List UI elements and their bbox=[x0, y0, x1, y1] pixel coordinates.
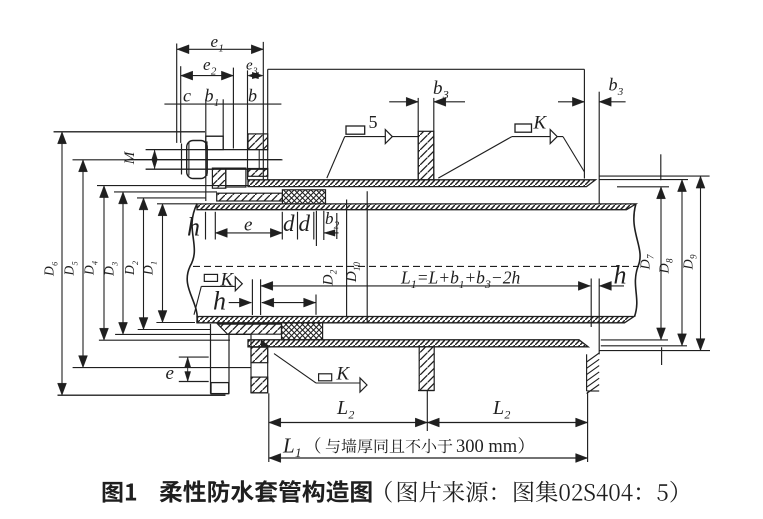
svg-text:e3: e3 bbox=[246, 58, 258, 77]
svg-text:h: h bbox=[187, 213, 200, 242]
svg-text:M: M bbox=[122, 150, 138, 165]
svg-text:d: d bbox=[283, 211, 295, 236]
svg-text:K: K bbox=[336, 364, 351, 385]
svg-text:e: e bbox=[166, 363, 174, 384]
svg-text:d: d bbox=[299, 211, 311, 236]
svg-text:K: K bbox=[220, 270, 235, 291]
svg-text:e: e bbox=[244, 215, 252, 236]
svg-text:h: h bbox=[614, 261, 627, 290]
svg-text:L1=L+b1+b3−2h: L1=L+b1+b3−2h bbox=[400, 268, 520, 292]
svg-text:K: K bbox=[533, 113, 548, 134]
svg-text:c: c bbox=[183, 86, 191, 106]
svg-text:5: 5 bbox=[369, 112, 378, 132]
svg-text:300 mm: 300 mm bbox=[456, 437, 518, 457]
svg-text:b: b bbox=[248, 86, 257, 106]
svg-text:h: h bbox=[213, 287, 226, 316]
